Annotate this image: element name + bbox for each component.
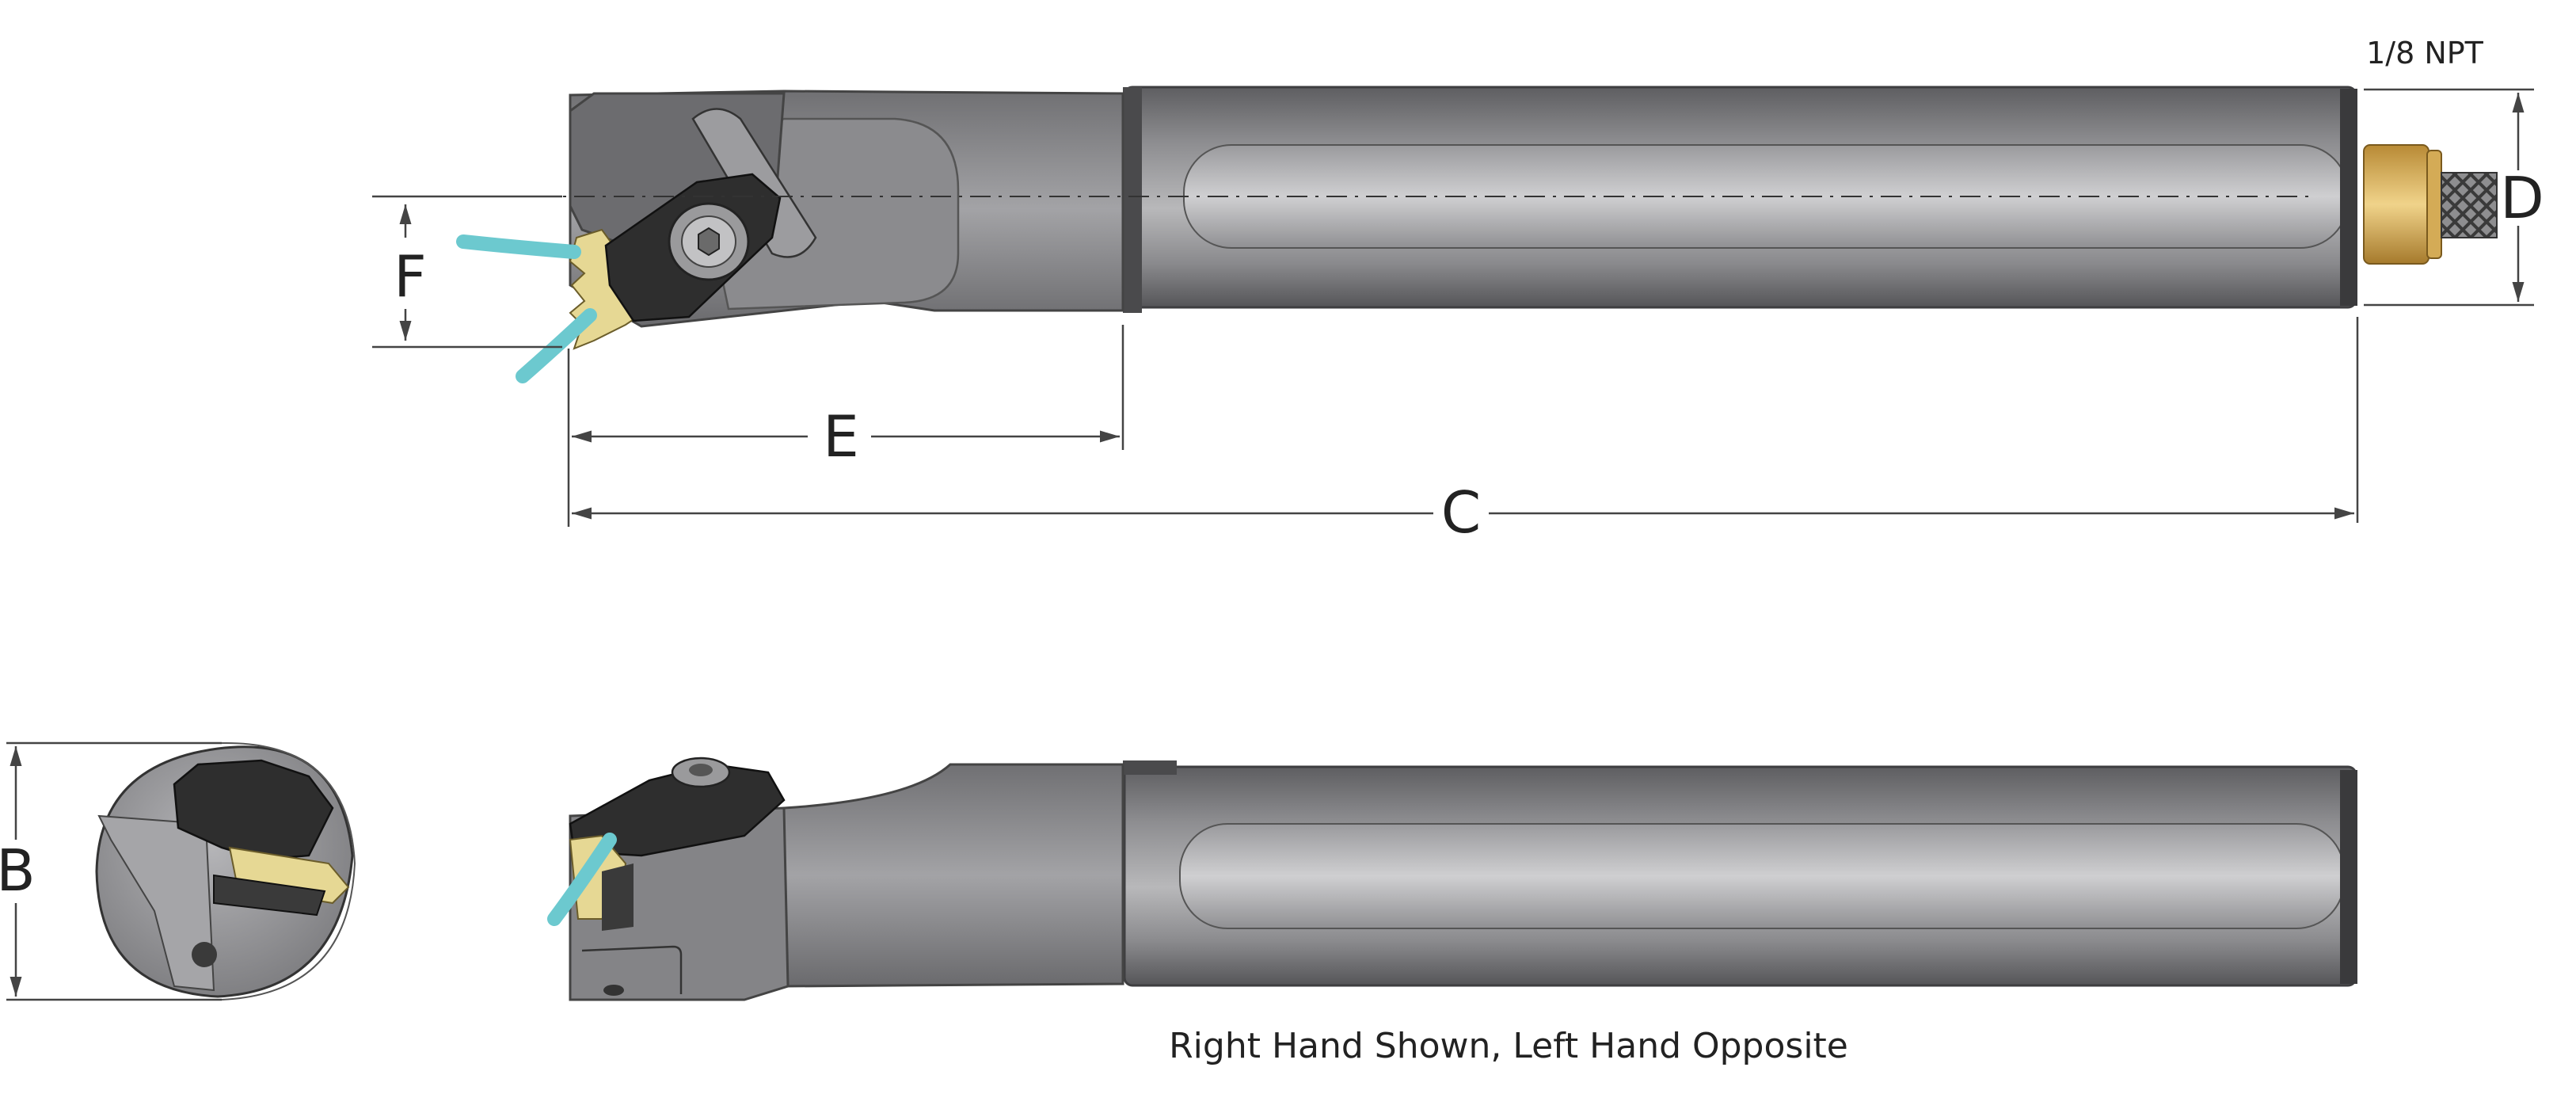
top-shank-end	[2340, 89, 2357, 306]
dimension-e-label: E	[823, 403, 859, 470]
dimension-b: B	[0, 741, 222, 1001]
dimension-f: F	[372, 195, 562, 349]
end-view	[95, 741, 356, 1001]
npt-label: 1/8 NPT	[2366, 36, 2484, 71]
dimension-b-label: B	[0, 837, 36, 904]
end-view-seat	[213, 874, 326, 917]
side-view	[547, 757, 2357, 1001]
dimension-c: C	[572, 317, 2359, 546]
braided-hose-icon	[2441, 172, 2498, 238]
end-view-coolant-hole	[192, 942, 217, 967]
top-coolant-stream-1	[456, 234, 581, 259]
caption: Right Hand Shown, Left Hand Opposite	[1169, 1026, 1848, 1066]
top-view	[376, 86, 2498, 383]
side-coolant-stream	[547, 833, 617, 926]
side-shank-flat	[1179, 823, 2345, 929]
end-view-insert-black	[173, 759, 334, 861]
dimension-d-label: D	[2500, 165, 2544, 231]
dimension-e: E	[567, 325, 1124, 527]
side-neck	[782, 763, 1124, 988]
brass-coolant-fitting-icon	[2363, 144, 2430, 265]
dimension-f-label: F	[394, 243, 426, 310]
dimension-c-label: C	[1441, 479, 1481, 546]
top-shank-collar	[1123, 87, 1142, 313]
dimension-d: D 1/8 NPT	[2364, 36, 2544, 307]
